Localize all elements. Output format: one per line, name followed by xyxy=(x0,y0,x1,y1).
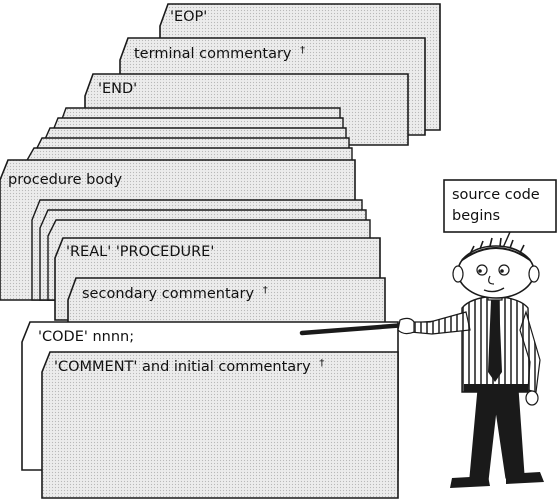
trousers xyxy=(469,389,525,481)
presenter-figure-illustration xyxy=(397,237,544,488)
speech-bubble: source code begins xyxy=(443,179,557,251)
dagger-mark: † xyxy=(300,45,305,56)
card-comment-initial: 'COMMENT' and initial commentary † xyxy=(41,351,399,499)
right-pupil xyxy=(500,269,504,273)
card-real-procedure-label: 'REAL' 'PROCEDURE' xyxy=(66,244,214,260)
right-shoe xyxy=(506,472,544,484)
necktie xyxy=(488,300,502,382)
pointing-arm xyxy=(409,311,471,335)
nose xyxy=(488,275,495,285)
pointing-hand xyxy=(397,317,415,335)
right-ear xyxy=(528,265,540,283)
right-hand xyxy=(525,390,539,406)
card-code-label: 'CODE' nnnn; xyxy=(38,329,134,345)
speech-bubble-line2: begins xyxy=(452,208,500,224)
right-eye xyxy=(498,264,510,276)
card-procedure-body-label: procedure body xyxy=(8,172,122,188)
card-secondary-commentary-label: secondary commentary † xyxy=(82,285,268,302)
left-shoe xyxy=(450,476,490,488)
card-comment-initial-label: 'COMMENT' and initial commentary † xyxy=(54,358,324,375)
right-arm xyxy=(519,309,541,393)
card-end-label: 'END' xyxy=(98,81,137,97)
dagger-mark: † xyxy=(319,358,324,369)
card-eop-label: 'EOP' xyxy=(170,9,207,25)
mouth xyxy=(483,287,505,293)
left-eye xyxy=(476,264,488,276)
head xyxy=(457,245,535,299)
card-terminal-commentary-label: terminal commentary † xyxy=(134,45,305,62)
left-ear xyxy=(452,265,464,283)
hair-strands xyxy=(469,237,525,255)
belt xyxy=(464,384,528,392)
dagger-mark: † xyxy=(263,285,268,296)
speech-bubble-line1: source code xyxy=(452,187,540,203)
left-pupil xyxy=(478,269,482,273)
hair xyxy=(461,247,531,261)
